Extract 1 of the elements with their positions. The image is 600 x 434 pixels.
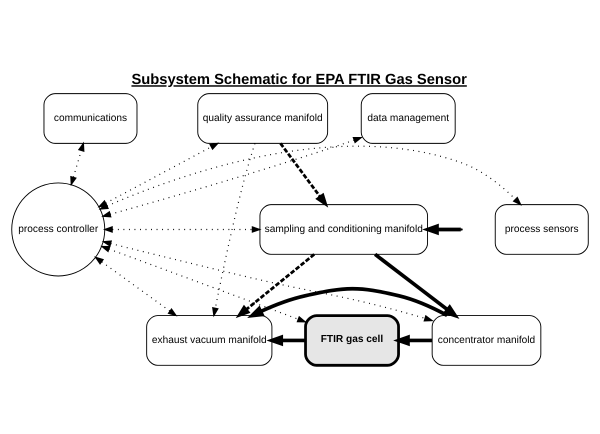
diagram-title: Subsystem Schematic for EPA FTIR Gas Sensor [131, 72, 467, 88]
